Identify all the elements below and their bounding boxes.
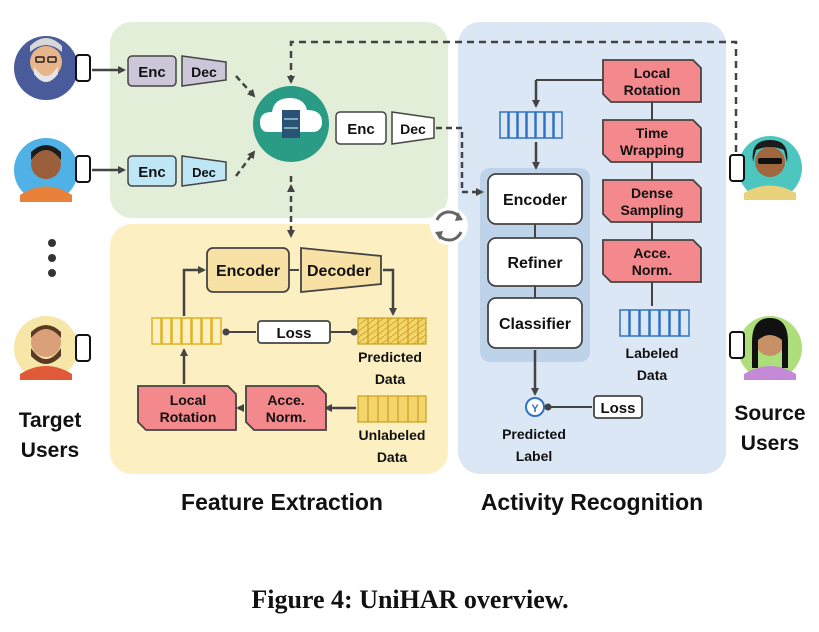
fe-acce-norm-block: Acce. Norm. — [245, 385, 327, 431]
phone-icon — [75, 54, 91, 82]
svg-text:Dec: Dec — [192, 165, 216, 180]
ar-encoder-block: Encoder — [487, 173, 583, 225]
global-dec-block: Dec — [391, 111, 435, 145]
svg-text:Acce.: Acce. — [267, 392, 304, 408]
fe-predicted-data-grid — [357, 317, 427, 345]
labeled-data-label: Data — [637, 367, 668, 383]
ar-input-data-grid — [499, 111, 563, 139]
svg-text:Y: Y — [531, 403, 539, 415]
unlabeled-data-label: Unlabeled — [359, 427, 426, 443]
ar-aug-acce-norm: Acce. Norm. — [602, 239, 702, 283]
svg-text:Encoder: Encoder — [503, 192, 567, 209]
fe-decoder-block: Decoder — [300, 247, 382, 293]
cloud-server-icon — [253, 86, 329, 162]
target-user-1-avatar — [14, 36, 78, 100]
predicted-label-text: Label — [516, 448, 553, 464]
predicted-label-text: Predicted — [502, 426, 566, 442]
dec-block-user1: Dec — [181, 55, 227, 87]
svg-text:Dec: Dec — [400, 121, 426, 137]
feature-extraction-title: Feature Extraction — [181, 489, 383, 515]
svg-text:Rotation: Rotation — [624, 82, 681, 98]
fe-loss-block: Loss — [257, 320, 331, 344]
svg-text:Acce.: Acce. — [633, 245, 670, 261]
ar-aug-local-rotation: Local Rotation — [602, 59, 702, 103]
ar-labeled-data-grid — [619, 309, 690, 337]
sync-icon — [430, 207, 468, 245]
enc-block-user2: Enc — [127, 155, 177, 187]
svg-text:Norm.: Norm. — [266, 409, 306, 425]
source-users-label: Source — [734, 402, 805, 425]
ar-refiner-block: Refiner — [487, 237, 583, 287]
source-users-label: Users — [741, 432, 799, 455]
fe-input-data-grid — [151, 317, 222, 345]
ar-loss-block: Loss — [593, 395, 643, 419]
svg-text:Local: Local — [634, 65, 671, 81]
svg-text:Loss: Loss — [276, 325, 311, 342]
more-users-dots — [48, 239, 56, 277]
svg-text:Encoder: Encoder — [216, 263, 280, 280]
svg-text:Decoder: Decoder — [307, 263, 371, 280]
phone-icon — [75, 155, 91, 183]
source-user-1-avatar — [738, 136, 802, 200]
figure-caption: Figure 4: UniHAR overview. — [251, 585, 568, 614]
svg-text:Loss: Loss — [600, 400, 635, 417]
ar-aug-time-wrapping: Time Wrapping — [602, 119, 702, 163]
svg-text:Classifier: Classifier — [499, 316, 571, 333]
labeled-data-label: Labeled — [626, 345, 679, 361]
dec-block-user2: Dec — [181, 155, 227, 187]
svg-text:Local: Local — [170, 392, 207, 408]
target-users-label: Users — [21, 439, 79, 462]
predicted-data-label: Data — [375, 371, 406, 387]
svg-text:Dense: Dense — [631, 185, 673, 201]
svg-text:Time: Time — [636, 125, 669, 141]
svg-text:Rotation: Rotation — [160, 409, 217, 425]
predicted-data-label: Predicted — [358, 349, 422, 365]
svg-text:Norm.: Norm. — [632, 262, 672, 278]
target-user-3-avatar — [14, 316, 78, 380]
target-user-2-avatar — [14, 138, 78, 202]
fe-encoder-block: Encoder — [206, 247, 290, 293]
phone-icon — [729, 154, 745, 182]
fe-unlabeled-data-grid — [357, 395, 427, 423]
phone-icon — [729, 331, 745, 359]
source-user-2-avatar — [738, 316, 802, 380]
svg-text:Enc: Enc — [138, 64, 166, 81]
svg-text:Wrapping: Wrapping — [620, 142, 684, 158]
svg-text:Enc: Enc — [347, 121, 375, 138]
unlabeled-data-label: Data — [377, 449, 408, 465]
global-enc-block: Enc — [335, 111, 387, 145]
svg-text:Refiner: Refiner — [507, 255, 562, 272]
ar-classifier-block: Classifier — [487, 297, 583, 349]
ar-aug-dense-sampling: Dense Sampling — [602, 179, 702, 223]
svg-text:Sampling: Sampling — [620, 202, 683, 218]
enc-block-user1: Enc — [127, 55, 177, 87]
target-users-label: Target — [19, 409, 82, 432]
predicted-label-icon: Y — [525, 397, 545, 417]
svg-text:Enc: Enc — [138, 164, 166, 181]
activity-recognition-title: Activity Recognition — [481, 489, 703, 515]
svg-text:Dec: Dec — [191, 64, 217, 80]
phone-icon — [75, 334, 91, 362]
fe-local-rotation-block: Local Rotation — [137, 385, 237, 431]
